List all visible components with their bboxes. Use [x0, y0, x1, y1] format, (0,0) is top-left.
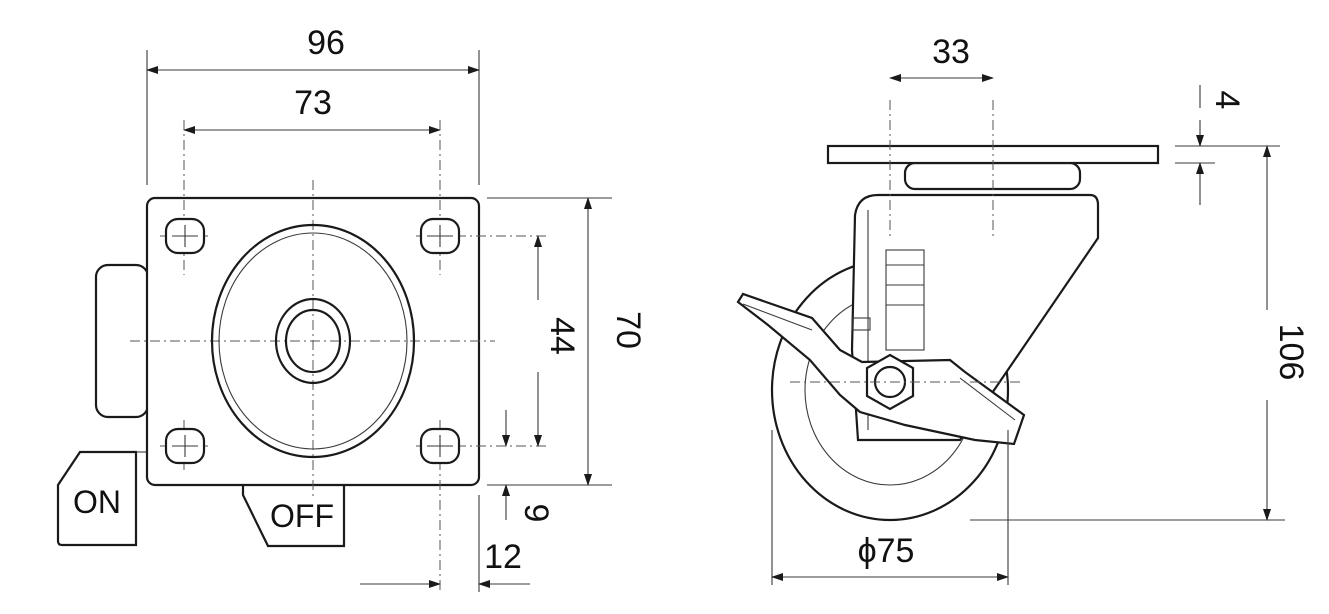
dim-plate-thickness-label: 4 [1208, 91, 1246, 110]
dim-total-height: 106 [970, 145, 1310, 521]
dim-wheel-diameter: ϕ75 [771, 430, 1009, 585]
dim-wheel-diameter-label: ϕ75 [858, 532, 915, 570]
on-label: ON [73, 484, 121, 520]
dim-plate-width: 96 [146, 24, 480, 185]
bolt-slot-top-left [164, 217, 206, 255]
dim-bolt-spacing-y-label: 44 [543, 317, 581, 355]
bolt-slot-bottom-left [164, 427, 206, 465]
on-lever: ON [56, 263, 150, 547]
dim-stem-offset: 33 [889, 33, 994, 82]
off-label: OFF [270, 498, 334, 534]
kingpin [274, 297, 352, 385]
top-view: ON OFF [56, 24, 647, 592]
swivel-raceway [210, 223, 416, 459]
dim-stem-offset-label: 33 [932, 33, 970, 71]
dim-bolt-spacing-y: 44 [522, 235, 581, 447]
dim-plate-thickness: 4 [1175, 85, 1280, 205]
off-lever: OFF [241, 485, 346, 548]
side-view: 33 4 106 ϕ75 [736, 33, 1310, 585]
dim-edge-offset-x-label: 12 [484, 538, 522, 576]
dim-plate-width-label: 96 [307, 24, 345, 62]
dim-plate-length: 70 [487, 197, 647, 486]
dim-plate-length-label: 70 [609, 311, 647, 349]
dim-edge-offset-y: 9 [502, 410, 555, 523]
dim-bolt-spacing-x: 73 [183, 84, 441, 134]
dim-edge-offset-y-label: 9 [517, 504, 555, 523]
dim-edge-offset-x: 12 [360, 495, 530, 592]
bolt-slot-top-right [419, 217, 461, 255]
bolt-slot-bottom-right [419, 427, 461, 465]
dim-bolt-spacing-x-label: 73 [294, 84, 332, 122]
dim-total-height-label: 106 [1272, 324, 1310, 381]
